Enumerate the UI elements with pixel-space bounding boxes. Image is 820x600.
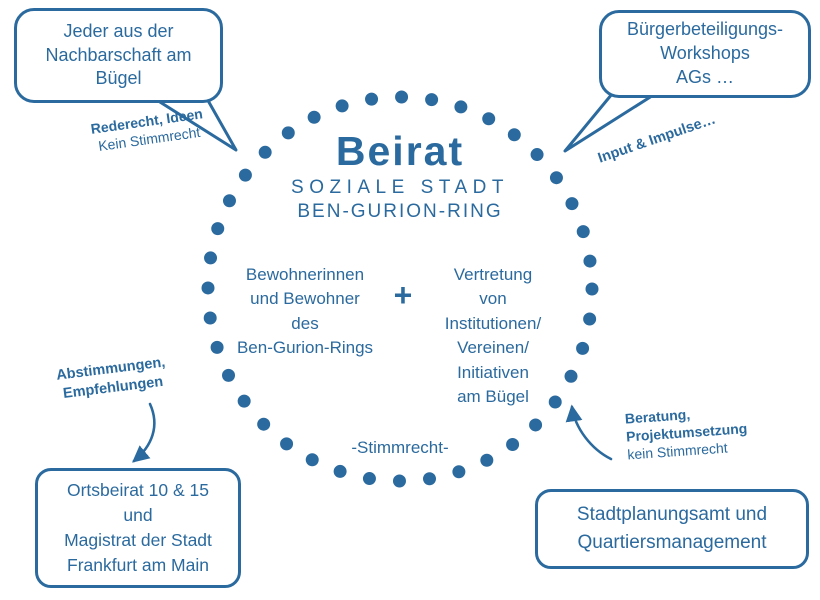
stimmrecht-label: -Stimmrecht- [351, 438, 449, 457]
plus-sign: + [393, 277, 413, 313]
bubble-workshops-text: Bürgerbeteiligungs- Workshops AGs … [626, 19, 784, 87]
arrow-from-stadtplanungsamt [565, 404, 613, 461]
bubble-workshops: Bürgerbeteiligungs- Workshops AGs … [599, 10, 811, 98]
box-stadtplanungsamt-text: Stadtplanungsamt und Quartiersmanagement [576, 504, 768, 553]
note-beratung: Beratung, Projektumsetzung kein Stimmrec… [624, 398, 787, 464]
subtitle-ben-gurion-ring: BEN-GURION-RING [297, 201, 503, 222]
bubble-nachbarschaft-text: Jeder aus der Nachbarschaft am Bügel [45, 20, 192, 89]
bubble-nachbarschaft: Jeder aus der Nachbarschaft am Bügel [14, 8, 223, 103]
page-title: Beirat [335, 128, 465, 174]
group-bewohner: Bewohnerinnen und Bewohner des Ben-Gurio… [236, 265, 374, 358]
box-ortsbeirat-text: Ortsbeirat 10 & 15 und Magistrat der Sta… [64, 480, 212, 575]
box-ortsbeirat: Ortsbeirat 10 & 15 und Magistrat der Sta… [35, 468, 241, 588]
dotted-circle [201, 90, 599, 488]
group-vertretung: Vertretung von Institutionen/ Vereinen/ … [444, 265, 542, 407]
box-stadtplanungsamt: Stadtplanungsamt und Quartiersmanagement [535, 489, 809, 569]
subtitle-soziale-stadt: SOZIALE STADT [291, 177, 509, 198]
arrow-to-ortsbeirat [132, 402, 156, 463]
